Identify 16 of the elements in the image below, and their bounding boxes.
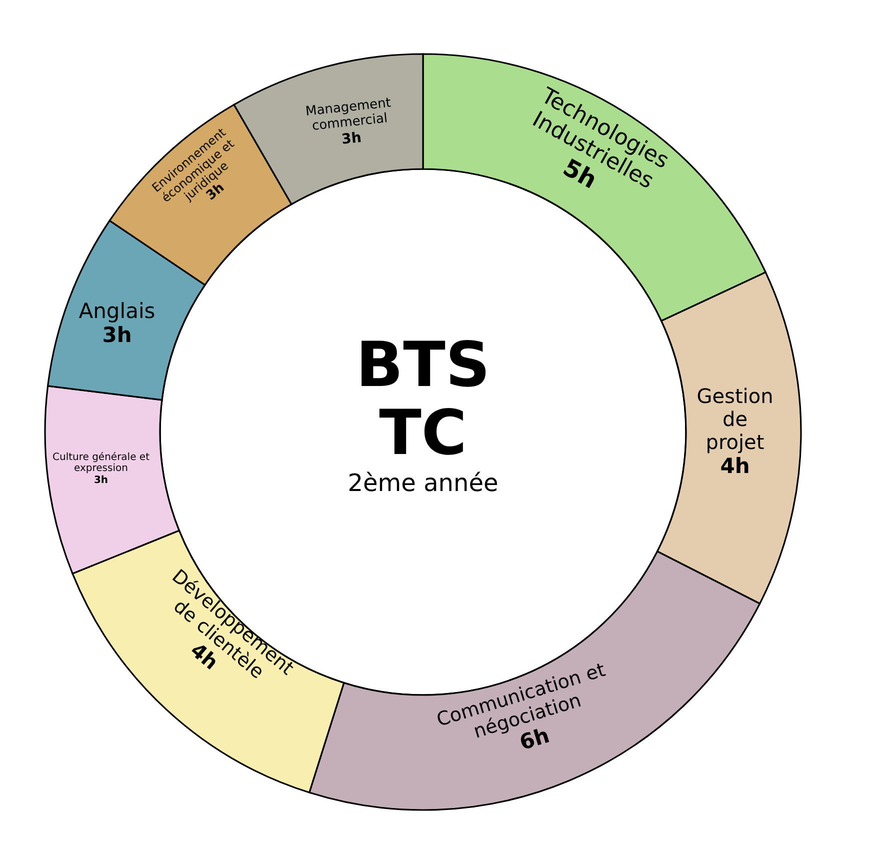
- ring-segment: [108, 104, 292, 286]
- ring-segment: [233, 53, 424, 206]
- hours-label: 4h: [720, 454, 750, 479]
- subject-label: Anglais: [78, 298, 156, 323]
- center-title: BTS TC: [354, 331, 492, 468]
- center-subtitle: 2ème année: [348, 468, 498, 499]
- ring-segment: [656, 271, 802, 604]
- subject-label: Gestion de projet: [696, 385, 774, 454]
- ring-segment: [308, 550, 761, 810]
- hours-label: 3h: [94, 474, 108, 486]
- ring-segment: [72, 530, 345, 794]
- ring-segment: [47, 220, 206, 401]
- subject-label: Culture générale et expression: [52, 452, 150, 475]
- hours-label: 3h: [102, 323, 132, 348]
- hours-label: 3h: [340, 130, 362, 148]
- ring-segment: [422, 53, 766, 322]
